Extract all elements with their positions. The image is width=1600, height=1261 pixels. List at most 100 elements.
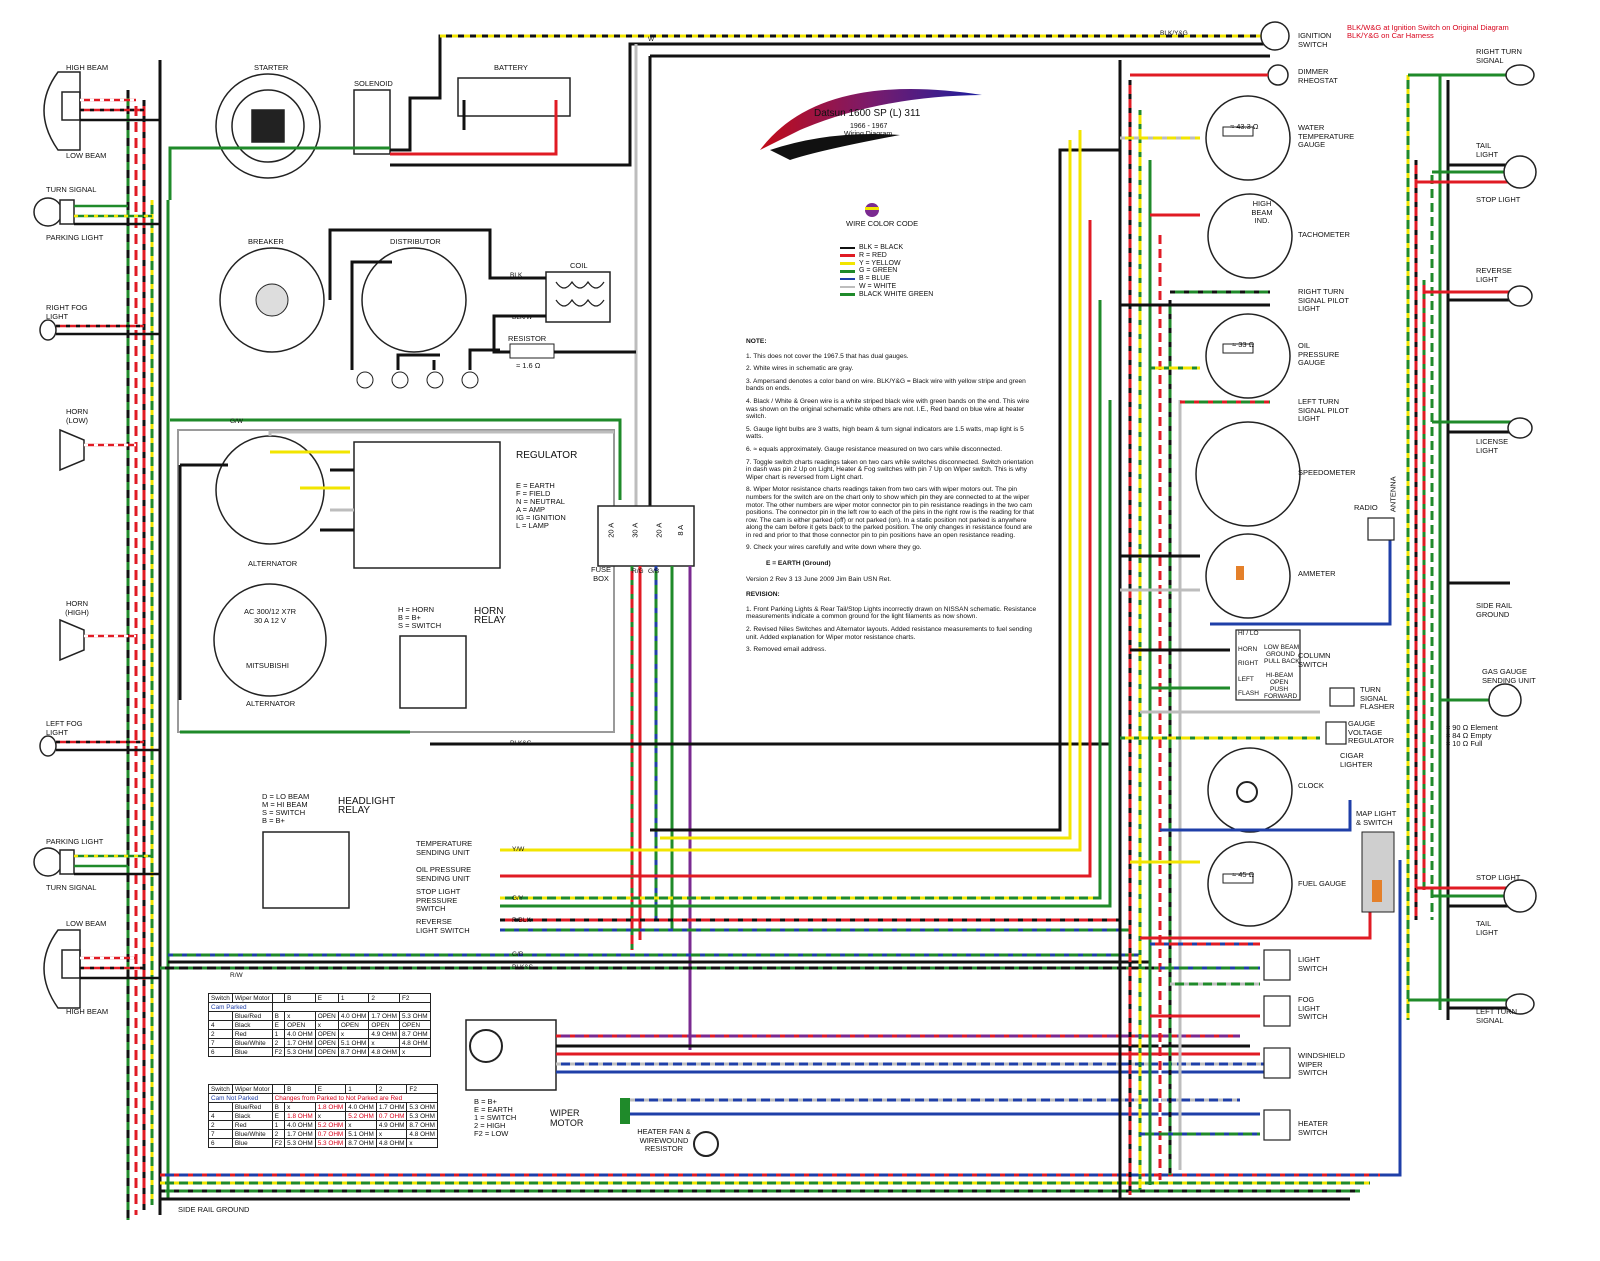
label-tail-light-top: TAIL LIGHT: [1476, 141, 1499, 159]
label-breaker: BREAKER: [248, 237, 284, 246]
tag-blk: BLK: [510, 272, 523, 279]
tag-rblk: R/BLK: [512, 917, 531, 924]
legend-row: W = WHITE: [840, 283, 933, 291]
col-hi-beam: HI-BEAM: [1266, 672, 1294, 679]
hl-legend-2: S = SWITCH: [262, 808, 306, 817]
table-cell: 0.7 OHM: [314, 1129, 347, 1139]
col-flash: FLASH: [1238, 690, 1259, 697]
tag-gb: G/B: [512, 951, 524, 958]
col-left: LEFT: [1238, 676, 1254, 683]
col-horn: HORN: [1238, 646, 1258, 653]
table-header-cell: 1: [345, 1084, 377, 1094]
table-cell: 5.2 OHM: [345, 1111, 377, 1121]
table-cell: OPEN: [314, 1047, 339, 1057]
col-open: OPEN: [1270, 679, 1289, 686]
label-turn-flasher: TURN SIGNAL FLASHER: [1360, 685, 1395, 711]
label-coil: COIL: [570, 261, 588, 270]
label-reverse-light: REVERSE LIGHT: [1476, 266, 1512, 284]
table-cell: 1: [271, 1120, 286, 1130]
table-cell: 1.7 OHM: [375, 1102, 408, 1112]
value-water-temp: ≈ 43.3 Ω: [1230, 122, 1259, 131]
legend-text: W = WHITE: [859, 282, 897, 290]
label-alternator: ALTERNATOR: [248, 559, 298, 568]
hl-legend-0: D = LO BEAM: [262, 792, 310, 801]
legend-swatch: [840, 262, 855, 265]
gauges: [1195, 21, 1301, 927]
legend-text: BLK = BLACK: [859, 244, 904, 251]
table-cell: 6: [208, 1138, 233, 1148]
revision-1: 1. Front Parking Lights & Rear Tail/Stop…: [746, 605, 1037, 621]
label-oil-sender: OIL PRESSURE SENDING UNIT: [416, 865, 472, 883]
table-cell: OPEN: [314, 1011, 339, 1021]
tag-blk-rs: BLK&S: [512, 964, 533, 971]
legend-row: R = RED: [840, 252, 933, 260]
table-cell: OPEN: [284, 1020, 316, 1030]
label-license-light: LICENSE LIGHT: [1476, 437, 1509, 455]
reg-legend-1: F = FIELD: [516, 489, 551, 498]
horn-legend-1: B = B+: [398, 613, 421, 622]
notes-heading: NOTE:: [746, 338, 767, 345]
label-distributor: DISTRIBUTOR: [390, 237, 441, 246]
earth-note: E = EARTH (Ground): [766, 560, 831, 568]
note-7: 7. Toggle switch charts readings taken o…: [746, 458, 1034, 481]
label-stop-light-bot: STOP LIGHT: [1476, 873, 1521, 882]
legend-text: BLACK WHITE GREEN: [859, 290, 934, 298]
title-years: 1966 - 1967: [850, 123, 888, 130]
table-cell: Black: [231, 1020, 273, 1030]
table-subtitle: Cam Parked: [208, 1002, 273, 1012]
label-tail-light-bot: TAIL LIGHT: [1476, 919, 1499, 937]
legend-text: R = RED: [859, 251, 887, 259]
label-dimmer: DIMMER RHEOSTAT: [1298, 67, 1338, 85]
col-forward: FORWARD: [1264, 693, 1298, 700]
label-speedometer: SPEEDOMETER: [1298, 468, 1356, 477]
note-5: 5. Gauge light bulbs are 3 watts, high b…: [746, 425, 1024, 441]
label-heater-fan: HEATER FAN & WIREWOUND RESISTOR: [637, 1127, 691, 1153]
table-cell: OPEN: [398, 1020, 431, 1030]
label-right-turn: RIGHT TURN SIGNAL: [1476, 47, 1522, 65]
value-oil-gauge: ≈ 33 Ω: [1232, 340, 1255, 349]
label-left-pilot: LEFT TURN SIGNAL PILOT LIGHT: [1298, 397, 1349, 423]
table-cell: x: [375, 1129, 408, 1139]
title-main: Datsun 1600 SP (L) 311: [814, 108, 921, 119]
label-side-rail-right: SIDE RAIL GROUND: [1476, 601, 1512, 619]
note-6: 6. ≈ equals approximately. Gauge resista…: [746, 445, 1003, 453]
label-cigar-lighter: CIGAR LIGHTER: [1340, 751, 1373, 769]
table-cell: 4.9 OHM: [375, 1120, 408, 1130]
table-cell: 4.8 OHM: [375, 1138, 408, 1148]
table-header-cell: Wiper Motor: [231, 993, 273, 1003]
table-cell: 5.3 OHM: [314, 1138, 347, 1148]
col-push: PUSH: [1270, 686, 1289, 693]
table-cell: x: [314, 1111, 347, 1121]
table-header-cell: [271, 993, 286, 1003]
table-cell: 8.7 OHM: [337, 1047, 370, 1057]
table-cell: 6: [208, 1047, 233, 1057]
label-reverse-switch: REVERSE LIGHT SWITCH: [416, 917, 470, 935]
label-left-turn: LEFT TURN SIGNAL: [1476, 1007, 1517, 1025]
legend-row: BLK = BLACK: [840, 244, 933, 252]
label-mitsubishi: MITSUBISHI: [246, 661, 289, 670]
table-cell: 1.8 OHM: [314, 1102, 347, 1112]
label-high-beam-ind: HIGH BEAM IND.: [1251, 199, 1273, 225]
label-parking-light-top: PARKING LIGHT: [46, 233, 104, 242]
table-subtitle: Cam Not Parked: [208, 1093, 273, 1103]
wiper-legend-2: 1 = SWITCH: [474, 1113, 517, 1122]
label-clock: CLOCK: [1298, 781, 1324, 790]
tag-gw: G/W: [230, 418, 243, 425]
legend-swatch: [840, 254, 855, 257]
table-cell: B: [271, 1011, 286, 1021]
horn-legend-2: S = SWITCH: [398, 621, 442, 630]
col-low-beam: LOW BEAM: [1264, 644, 1300, 651]
note-9: 9. Check your wires carefully and write …: [746, 544, 922, 552]
table-cell: F2: [271, 1047, 286, 1057]
legend-text: B = BLUE: [859, 275, 890, 283]
table-cell: x: [337, 1029, 370, 1039]
